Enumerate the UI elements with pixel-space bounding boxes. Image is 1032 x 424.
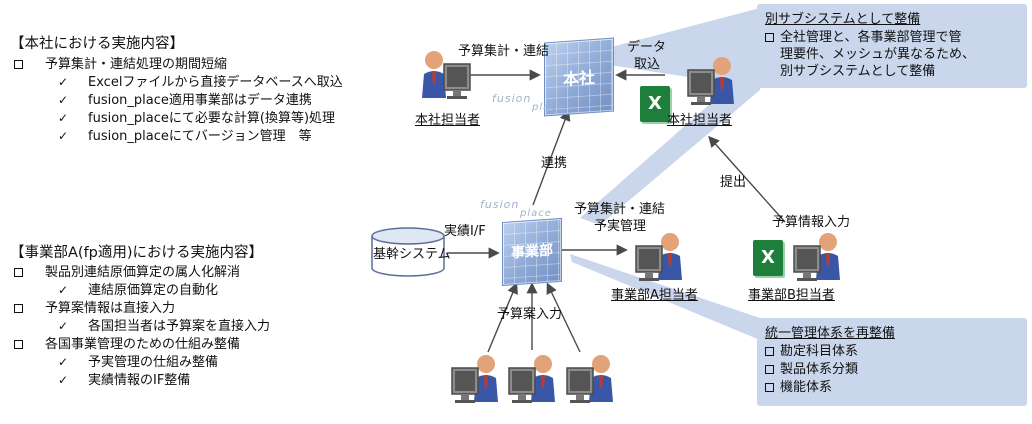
div-item-box: 製品別連結原価算定の属人化解消 <box>14 264 270 282</box>
check-icon: ✓ <box>58 373 69 387</box>
checkbox-square-icon <box>765 365 774 374</box>
person-with-monitor-icon <box>451 355 498 403</box>
check-icon: ✓ <box>58 111 69 125</box>
fusion-logo: fusion <box>480 198 520 211</box>
label-renkei: 連携 <box>541 156 568 171</box>
checkbox-square-icon <box>765 383 774 392</box>
database-cylinder-icon <box>371 227 445 277</box>
arrow-plan-input-3 <box>546 282 581 353</box>
hq-list: 予算集計・連結処理の期間短縮 ✓Excelファイルから直接データベースへ取込 ✓… <box>14 56 343 146</box>
label-actual-if: 実績I/F <box>444 224 486 239</box>
hq-item-box: 予算集計・連結処理の期間短縮 <box>14 56 343 74</box>
div-item-check: ✓実績情報のIF整備 <box>58 373 191 388</box>
person-with-monitor-icon <box>687 57 734 105</box>
check-icon: ✓ <box>58 129 69 143</box>
label-div-agg: 予算集計・連結 <box>574 202 666 217</box>
label-plan-input: 予算案入力 <box>497 307 563 322</box>
person-label-divA: 事業部A担当者 <box>611 288 698 303</box>
div-cube-label: 事業部 <box>511 242 553 262</box>
fusion-logo-sub: place <box>520 208 552 219</box>
checkbox-square-icon <box>765 33 774 42</box>
person-with-monitor-icon <box>422 51 471 99</box>
hq-item-check: ✓fusion_placeにて必要な計算(換算等)処理 <box>58 111 336 126</box>
div-list: 製品別連結原価算定の属人化解消 ✓連結原価算定の自動化 予算案情報は直接入力 ✓… <box>14 264 270 390</box>
top-callout-line: 全社管理と、各事業部管理で管 <box>780 30 962 45</box>
label-hq-agg: 予算集計・連結 <box>458 44 550 59</box>
person-with-monitor-icon <box>508 355 555 403</box>
div-item-check: ✓各国担当者は予算案を直接入力 <box>58 319 271 334</box>
check-icon: ✓ <box>58 355 69 369</box>
div-item-check: ✓予実管理の仕組み整備 <box>58 355 219 370</box>
bottom-callout-pointer <box>570 254 760 340</box>
hq-item-check: ✓Excelファイルから直接データベースへ取込 <box>58 75 343 90</box>
person-label-hq2: 本社担当者 <box>667 113 733 128</box>
bottom-callout: 統一管理体系を再整備 勘定科目体系 製品体系分類 機能体系 <box>757 318 1027 406</box>
div-cube: 事業部 <box>502 217 562 287</box>
top-callout: 別サブシステムとして整備 全社管理と、各事業部管理で管 理要件、メッシュが異なる… <box>757 4 1027 88</box>
excel-icon: X <box>640 86 670 122</box>
hq-cube-label: 本社 <box>562 67 595 90</box>
top-callout-title: 別サブシステムとして整備 <box>765 12 921 27</box>
fusion-logo: fusion <box>492 92 532 105</box>
excel-icon: X <box>753 240 783 276</box>
bottom-callout-item: 製品体系分類 <box>765 361 1019 379</box>
checkbox-square-icon <box>14 340 23 349</box>
top-callout-line: 理要件、メッシュが異なるため、 <box>780 47 976 62</box>
arrow-teishutsu <box>708 135 786 223</box>
div-heading: 【事業部A(fp適用)における実施内容】 <box>10 245 264 261</box>
check-icon: ✓ <box>58 93 69 107</box>
person-with-monitor-icon <box>566 355 613 403</box>
bottom-callout-item: 機能体系 <box>765 379 1019 397</box>
label-budget-input: 予算情報入力 <box>772 215 851 230</box>
div-item-box: 予算案情報は直接入力 <box>14 300 270 318</box>
checkbox-square-icon <box>14 304 23 313</box>
label-teishutsu: 提出 <box>720 175 747 190</box>
label-yojitsu: 予実管理 <box>594 219 647 234</box>
hq-item-check: ✓fusion_placeにてバージョン管理 等 <box>58 129 312 144</box>
person-with-monitor-icon <box>793 233 840 281</box>
label-import: 取込 <box>634 57 661 72</box>
arrow-plan-input-1 <box>487 282 518 353</box>
check-icon: ✓ <box>58 319 69 333</box>
label-core-system: 基幹システム <box>373 247 451 262</box>
top-callout-line: 別サブシステムとして整備 <box>780 64 936 79</box>
hq-item-check: ✓fusion_place適用事業部はデータ連携 <box>58 93 312 108</box>
check-icon: ✓ <box>58 283 69 297</box>
checkbox-square-icon <box>14 60 23 69</box>
bottom-callout-title: 統一管理体系を再整備 <box>765 326 896 341</box>
checkbox-square-icon <box>14 268 23 277</box>
label-data: データ <box>627 40 667 55</box>
checkbox-square-icon <box>765 347 774 356</box>
person-label-divB: 事業部B担当者 <box>748 288 835 303</box>
hq-heading: 【本社における実施内容】 <box>10 36 184 52</box>
person-with-monitor-icon <box>635 233 682 281</box>
check-icon: ✓ <box>58 75 69 89</box>
person-label-hq1: 本社担当者 <box>415 113 481 128</box>
fusion-logo-sub: place <box>532 102 564 113</box>
div-item-check: ✓連結原価算定の自動化 <box>58 283 219 298</box>
div-item-box: 各国事業管理のための仕組み整備 <box>14 336 270 354</box>
bottom-callout-item: 勘定科目体系 <box>765 343 1019 361</box>
arrow-renkei <box>532 109 571 206</box>
